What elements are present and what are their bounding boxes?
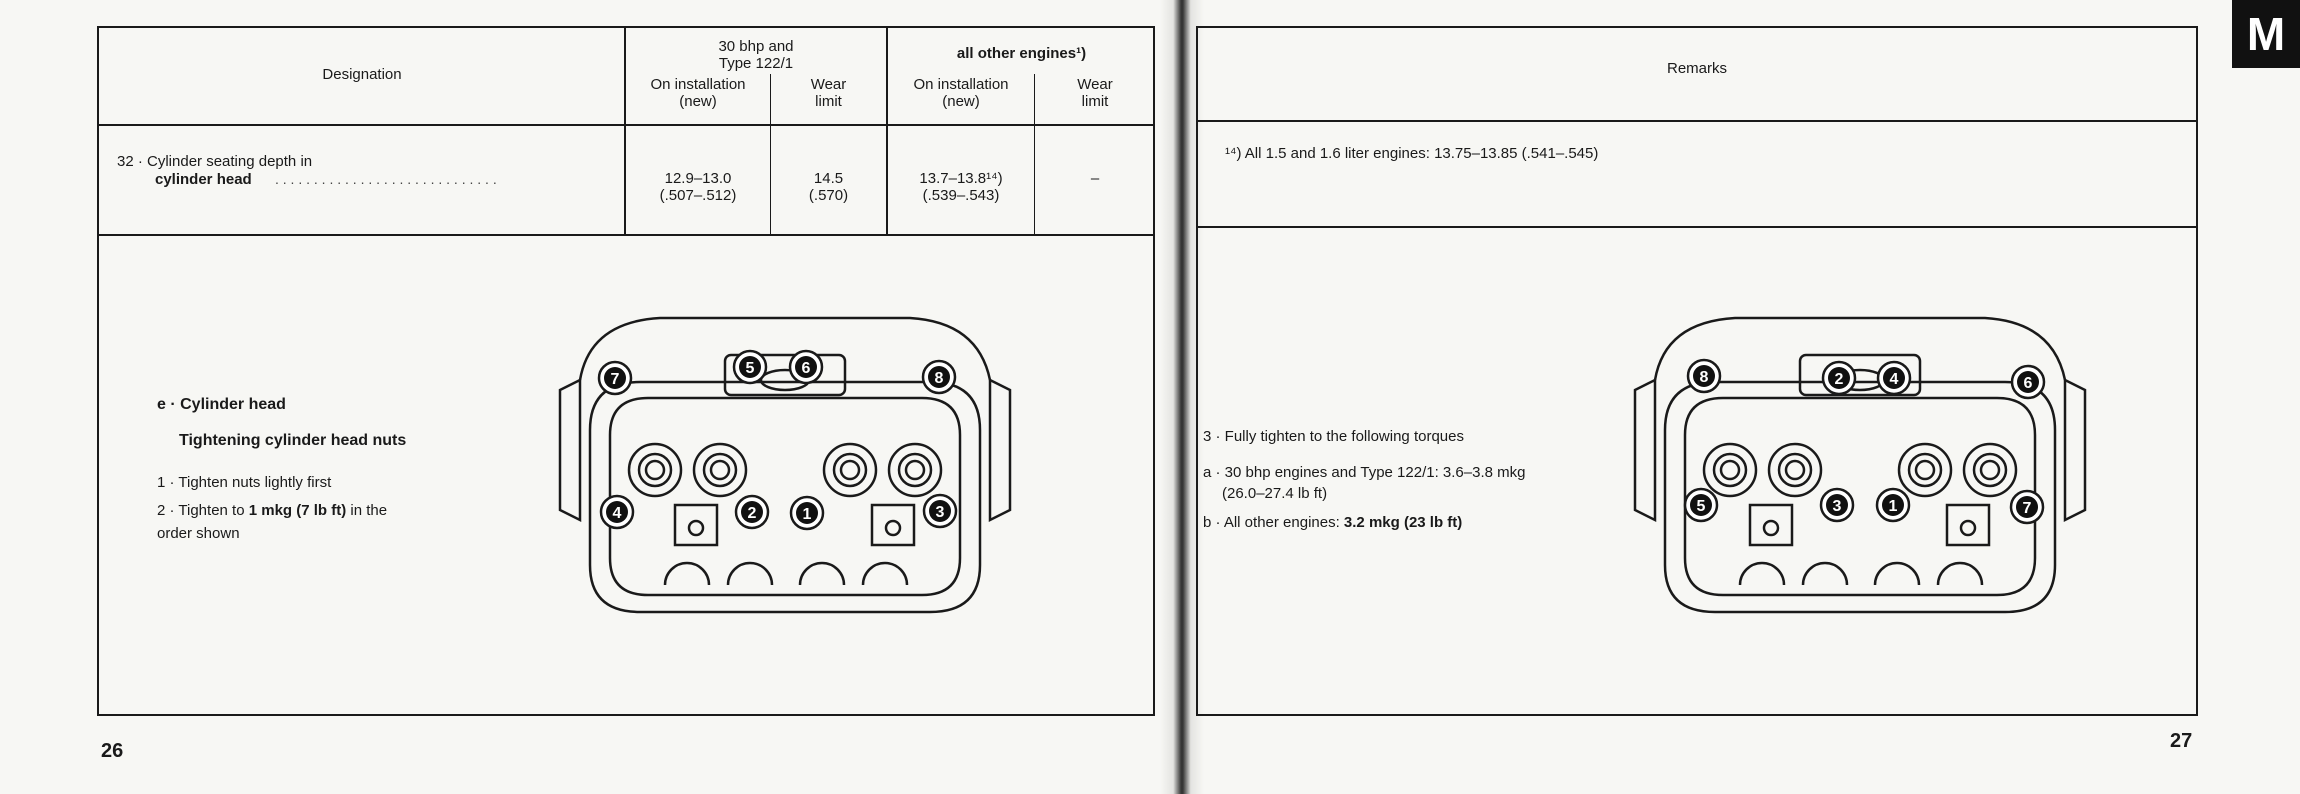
nut-number: 1 [1889,498,1898,515]
nut-number: 8 [935,370,944,387]
col-divider-1 [624,26,626,234]
row-g2-wear: – [1090,170,1100,187]
left-nut-markers: 7 5 6 8 4 2 1 3 [597,349,958,531]
col-divider-2 [886,26,888,234]
row-g1-install-1: 12.9–13.0 [664,170,732,187]
right-nut-markers: 8 2 4 6 5 3 1 7 [1683,358,2046,525]
section-subtitle: Tightening cylinder head nuts [179,432,407,449]
nut-marker: 4 [1876,360,1912,396]
header-group2: all other engines¹) [956,45,1087,62]
nut-marker: 1 [1875,487,1911,523]
nut-marker: 6 [788,349,824,385]
nut-number: 5 [746,360,755,377]
nut-marker: 8 [1686,358,1722,394]
step-2: 2 · Tighten to 1 mkg (7 lb ft) in the [157,502,387,519]
nut-number: 7 [611,371,620,388]
sub-g2-install-1: On installation [913,76,1009,93]
step-3b-torque: 3.2 mkg (23 lb ft) [1343,514,1463,531]
section-title: e · Cylinder head [157,396,286,413]
row-g1-install-2: (.507–.512) [659,187,737,204]
nut-number: 6 [2024,375,2033,392]
step-2-torque: 1 mkg (7 lb ft) [248,502,347,519]
page-number-left: 26 [101,740,124,762]
step-2-suffix: in the [346,502,388,519]
header-group1-line1: 30 bhp and [718,38,794,55]
nut-marker: 3 [1819,487,1855,523]
sub-g1-wear-1: Wear [810,76,847,93]
nut-number: 6 [802,360,811,377]
step-3b: b · All other engines: 3.2 mkg (23 lb ft… [1203,514,1462,531]
nut-number: 4 [613,505,622,522]
nut-marker: 2 [734,494,770,530]
left-row-divider [97,234,1155,236]
cylinder-head-diagram-right: 8 2 4 6 5 3 1 7 [1633,316,2087,614]
nut-marker: 4 [599,494,635,530]
left-header-divider [97,124,1155,126]
row-label-line1: 32 · Cylinder seating depth in [117,153,313,170]
nut-marker: 6 [2010,364,2046,400]
sub-col-divider-2 [1034,74,1035,234]
nut-number: 2 [748,505,757,522]
right-table-frame [1196,26,2198,716]
nut-number: 1 [803,506,812,523]
row-leader-dots: . . . . . . . . . . . . . . . . . . . . … [275,171,497,187]
header-group1-line2: Type 122/1 [718,55,794,72]
step-2-line2: order shown [157,525,240,542]
sub-g1-install-1: On installation [650,76,746,93]
sub-g2-wear-2: limit [1081,93,1109,110]
sub-g2-wear-1: Wear [1077,76,1113,93]
nut-marker: 8 [921,359,957,395]
nut-number: 3 [1833,498,1842,515]
sub-col-divider-1 [770,74,771,234]
header-designation: Designation [322,66,402,83]
page-number-right: 27 [2170,730,2193,752]
right-header-divider [1196,120,2198,122]
sub-g1-wear-2: limit [815,93,842,110]
step-1: 1 · Tighten nuts lightly first [157,474,332,491]
remark-note-14: ¹⁴) All 1.5 and 1.6 liter engines: 13.75… [1225,145,1599,162]
row-g2-install-2: (.539–.543) [922,187,1000,204]
nut-number: 5 [1697,498,1706,515]
step-3b-prefix: b · All other engines: [1203,514,1344,531]
row-g2-install-1: 13.7–13.8¹⁴) [919,170,1003,187]
step-2-prefix: 2 · Tighten to [157,502,249,519]
nut-number: 3 [936,504,945,521]
sub-g1-install-2: (new) [679,93,717,110]
nut-number: 7 [2023,500,2032,517]
remarks-header: Remarks [1666,60,1727,77]
nut-marker: 5 [732,349,768,385]
nut-marker: 7 [597,360,633,396]
nut-marker: 5 [1683,487,1719,523]
right-row-divider [1196,226,2198,228]
section-tab-m: M [2232,0,2300,68]
row-label-line2: cylinder head [155,171,252,188]
nut-marker: 7 [2009,489,2045,525]
nut-marker: 2 [1821,360,1857,396]
row-g1-wear-2: (.570) [808,187,849,204]
cylinder-head-diagram-left: 7 5 6 8 4 2 1 3 [558,316,1012,614]
step-3a-line1: a · 30 bhp engines and Type 122/1: 3.6–3… [1203,464,1526,481]
nut-number: 2 [1835,371,1844,388]
step-3a-line2: (26.0–27.4 lb ft) [1222,485,1328,502]
nut-marker: 1 [789,495,825,531]
nut-number: 4 [1890,371,1899,388]
nut-number: 8 [1700,369,1709,386]
step-3: 3 · Fully tighten to the following torqu… [1203,428,1464,445]
row-g1-wear-1: 14.5 [813,170,844,187]
left-table-frame [97,26,1155,716]
nut-marker: 3 [922,493,958,529]
sub-g2-install-2: (new) [942,93,980,110]
